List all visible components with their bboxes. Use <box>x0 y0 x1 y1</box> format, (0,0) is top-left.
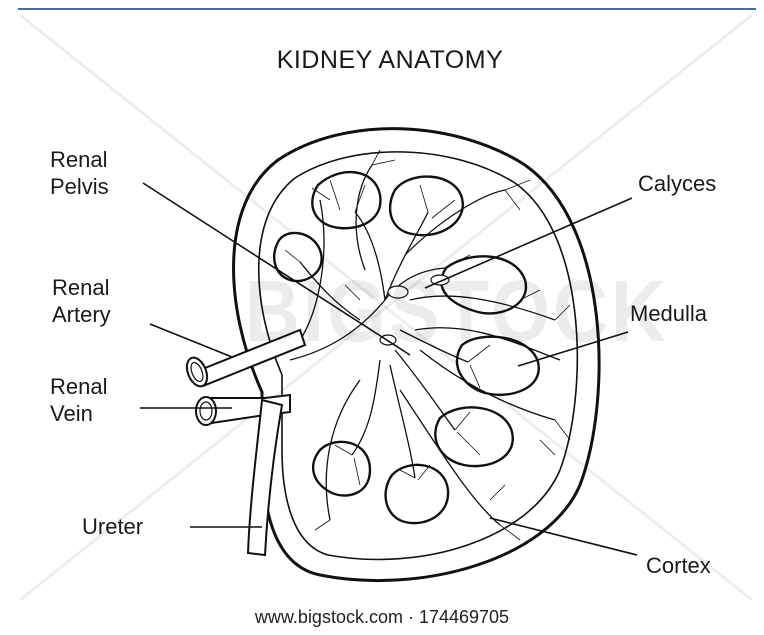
label-renal-vein: Renal Vein <box>50 373 107 427</box>
label-medulla: Medulla <box>630 300 707 327</box>
label-renal-artery: Renal Artery <box>52 274 111 328</box>
watermark-footer: www.bigstock.com · 174469705 <box>0 607 764 628</box>
ureter-vessel <box>248 400 282 555</box>
leader-renal-artery <box>150 324 232 357</box>
label-renal-pelvis: Renal Pelvis <box>50 146 109 200</box>
label-calyces: Calyces <box>638 170 716 197</box>
watermark-brand: BIGSTOCK <box>245 261 669 361</box>
label-ureter: Ureter <box>82 513 143 540</box>
label-cortex: Cortex <box>646 552 711 579</box>
diagram-title: KIDNEY ANATOMY <box>0 46 764 75</box>
